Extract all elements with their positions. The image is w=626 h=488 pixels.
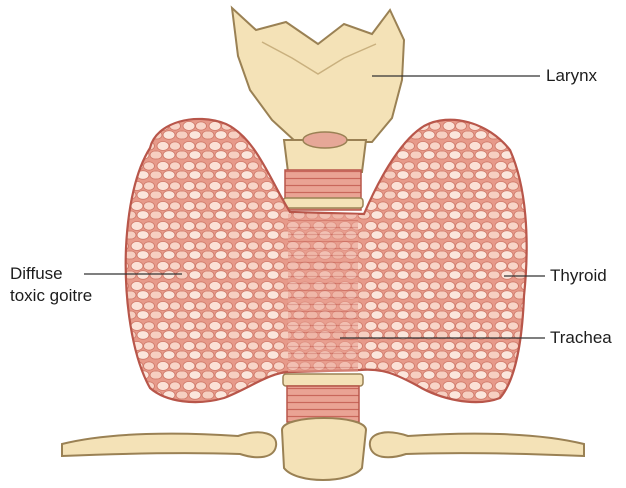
left-clavicle <box>62 432 276 457</box>
larynx-label: Larynx <box>546 66 597 85</box>
trachea-behind-gland <box>288 214 358 372</box>
larynx-cartilage <box>232 8 404 142</box>
right-clavicle <box>370 432 584 457</box>
goitre-label-line1: Diffuse <box>10 264 63 283</box>
goitre-label-line2: toxic goitre <box>10 286 92 305</box>
manubrium <box>282 418 366 480</box>
thyroid-label: Thyroid <box>550 266 607 285</box>
lower-trachea <box>287 386 359 422</box>
trachea-label: Trachea <box>550 328 612 347</box>
